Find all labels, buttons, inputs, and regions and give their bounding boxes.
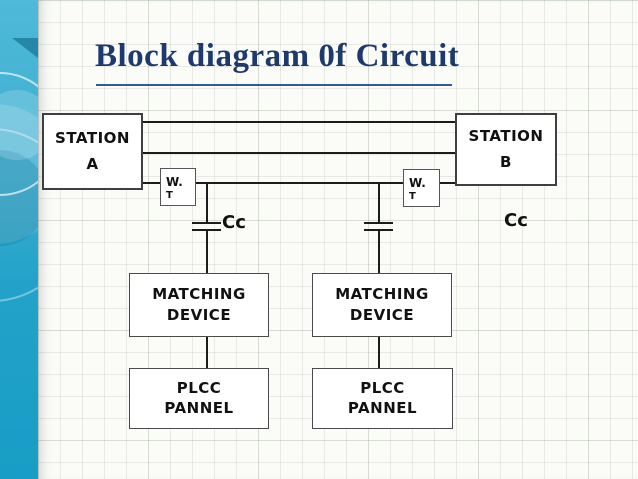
sidebar-swirl-arc [0,128,38,302]
capacitor-plate-a-bottom [192,229,221,231]
matching-to-plcc-line-b [378,337,380,368]
plcc-pannel-b-line1: PLCC [360,378,405,397]
sidebar-decoration [0,0,38,479]
transmission-line-top [142,121,455,123]
matching-device-a-line1: MATCHING [152,284,246,303]
capacitor-plate-b-bottom [364,229,393,231]
slide-title: Block diagram 0f Circuit [95,38,460,74]
coupling-capacitor-b-label: Cc [504,210,528,231]
station-b-id: B [500,152,512,171]
plcc-pannel-a-line1: PLCC [176,378,222,397]
matching-device-a-line2: DEVICE [166,306,232,325]
matching-device-b-line1: MATCHING [335,284,429,303]
station-a-box: STATION A [42,113,143,190]
transmission-line-bottom [142,182,455,184]
coupling-capacitor-a-label: Cc [222,212,246,233]
capacitor-plate-b-top [364,222,393,224]
matching-device-b-box: MATCHING DEVICE [312,273,452,337]
coupling-drop-line-b [378,184,380,222]
plcc-pannel-b-line2: PANNEL [347,399,418,418]
wave-trap-a-line2: T [166,189,173,201]
wave-trap-a-box: W. T [160,168,196,206]
sidebar-fold-corner [12,38,38,58]
wave-trap-b-box: W. T [403,169,440,207]
station-b-box: STATION B [455,113,557,186]
wave-trap-b-line2: T [409,190,416,202]
matching-to-plcc-line-a [206,337,208,368]
capacitor-to-matching-line-b [378,231,380,273]
plcc-pannel-b-box: PLCC PANNEL [312,368,453,429]
matching-device-b-line2: DEVICE [349,306,415,325]
wave-trap-a-line1: W. [166,175,183,190]
transmission-line-middle [142,152,455,154]
title-underline [96,84,452,86]
capacitor-to-matching-line-a [206,231,208,273]
station-a-label: STATION [55,128,130,147]
coupling-drop-line-a [206,184,208,222]
plcc-pannel-a-line2: PANNEL [164,399,234,418]
matching-device-a-box: MATCHING DEVICE [129,273,269,337]
capacitor-plate-a-top [192,222,221,224]
plcc-pannel-a-box: PLCC PANNEL [129,368,269,429]
wave-trap-b-line1: W. [409,176,426,191]
station-b-label: STATION [468,127,544,146]
station-a-id: A [86,155,99,174]
